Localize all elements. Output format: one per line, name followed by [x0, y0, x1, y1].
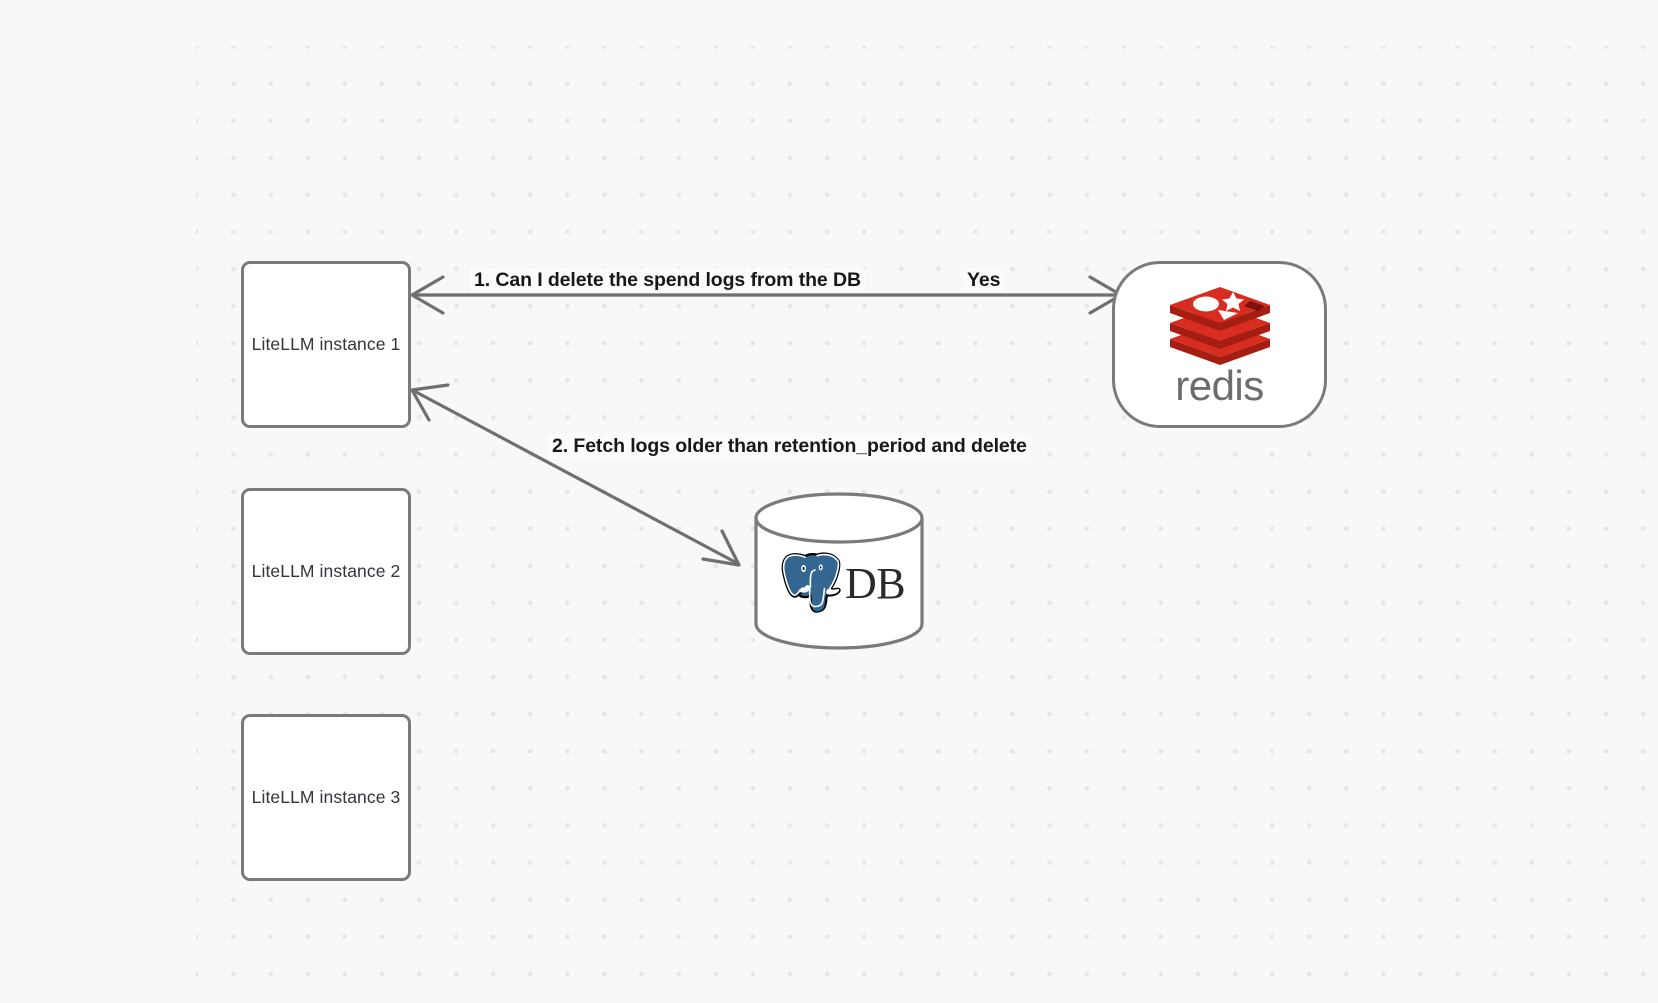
edge-litellm1-db[interactable] [410, 383, 741, 567]
arrowhead-downright-icon [701, 529, 741, 567]
arrowhead-upleft-icon [410, 383, 450, 422]
node-label: LiteLLM instance 3 [251, 787, 401, 807]
cylinder-shape-icon [754, 492, 924, 650]
edge-label-step-2: 2. Fetch logs older than retention_perio… [548, 434, 1031, 459]
node-database[interactable]: DB [753, 492, 925, 650]
edge-line [414, 390, 737, 564]
node-litellm-instance-1[interactable]: LiteLLM instance 1 [241, 261, 411, 428]
db-label: DB [844, 559, 906, 608]
postgresql-elephant-icon [781, 552, 841, 613]
redis-logo-icon [1169, 286, 1270, 365]
node-label: LiteLLM instance 2 [251, 561, 401, 581]
node-litellm-instance-3[interactable]: LiteLLM instance 3 [241, 714, 411, 881]
edge-label-step-1: 1. Can I delete the spend logs from the … [470, 268, 865, 293]
node-redis[interactable]: redis [1112, 261, 1327, 428]
arrowhead-left-icon [410, 275, 445, 315]
edge-label-yes: Yes [963, 268, 1005, 293]
node-label: LiteLLM instance 1 [251, 334, 401, 354]
redis-wordmark: redis [1175, 361, 1264, 409]
node-litellm-instance-2[interactable]: LiteLLM instance 2 [241, 488, 411, 655]
